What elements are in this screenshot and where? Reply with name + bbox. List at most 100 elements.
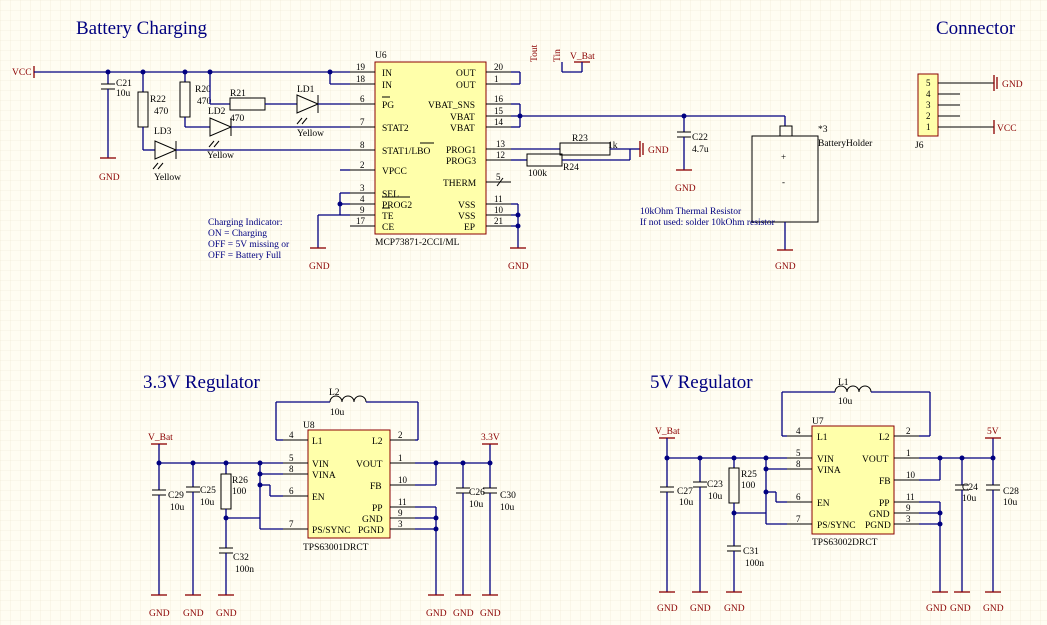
ld1-ref: LD1	[297, 85, 315, 95]
c21-ref: C21	[116, 79, 132, 89]
u6-pin-name: STAT1/LBO	[382, 147, 430, 157]
c21-gnd: GND	[99, 173, 120, 183]
u6-pin-name: VBAT	[450, 124, 475, 134]
u6-pin-name: THERM	[443, 179, 477, 189]
u8-pin-name: VINA	[312, 471, 336, 481]
c23-gnd: GND	[690, 604, 711, 614]
u7-pin-name: EN	[817, 499, 830, 509]
c21-value: 10u	[116, 89, 131, 99]
u7-pin-num: 5	[796, 448, 801, 458]
r26-value: 100	[232, 487, 247, 497]
j6-pin-num: 4	[926, 89, 931, 99]
u7-gnd: GND	[926, 604, 947, 614]
u8-pin-name: L2	[372, 437, 383, 447]
u6-pin-num: 8	[360, 140, 365, 150]
j6-ref: J6	[915, 141, 924, 151]
u6-left-gnd: GND	[309, 262, 330, 272]
u7-pin-num: 1	[906, 448, 911, 458]
u6-pin-name: OUT	[456, 69, 476, 79]
title-3v3-regulator: 3.3V Regulator	[143, 372, 260, 393]
u6-pin-name: EP	[464, 223, 475, 233]
u6-pin-num: 19	[356, 62, 366, 72]
u6-pin-name: IN	[382, 81, 392, 91]
u6-right-gnd: GND	[508, 262, 529, 272]
u7-pin-name: PS/SYNC	[817, 521, 856, 531]
u6-pin-num: 1	[494, 74, 499, 84]
c22-ref: C22	[692, 133, 708, 143]
u7-pin-name: PGND	[865, 521, 891, 531]
title-battery-charging: Battery Charging	[76, 18, 208, 39]
r21-value: 470	[230, 114, 245, 124]
battery-plus-sign: +	[781, 152, 786, 162]
u6-ref: U6	[375, 51, 387, 61]
u8-pin-num: 9	[398, 508, 403, 518]
c24-ref: C24	[962, 483, 978, 493]
u6-pin-name: VSS	[458, 212, 475, 222]
u6-pin-name: PROG2	[382, 201, 412, 211]
u8-pin-num: 5	[289, 453, 294, 463]
u8-pin-num: 2	[398, 430, 403, 440]
note-line: ON = Charging	[208, 229, 267, 239]
u8-chip-body	[307, 429, 391, 539]
u8-pin-num: 3	[398, 519, 403, 529]
u7-pin-num: 2	[906, 426, 911, 436]
reg33-out-label: 3.3V	[481, 433, 500, 443]
u6-pin-name: PROG3	[446, 157, 476, 167]
u7-pin-name: VINA	[817, 466, 841, 476]
r20-ref: R20	[195, 85, 211, 95]
vbat-top-label: V_Bat	[570, 52, 595, 62]
r24-ref: R24	[563, 163, 579, 173]
u6-pin-num: 5	[496, 172, 501, 182]
u6-pin-name: STAT2	[382, 124, 409, 134]
u6-pin-num: 2	[360, 160, 365, 170]
u8-pin-name: GND	[362, 515, 383, 525]
u7-pin-name: VOUT	[862, 455, 889, 465]
l1-ref: L1	[838, 378, 849, 388]
u7-pin-name: L1	[817, 433, 828, 443]
u6-pin-name: VPCC	[382, 167, 407, 177]
c28-value: 10u	[1003, 498, 1018, 508]
u8-gnd: GND	[426, 609, 447, 619]
u6-pin-num: 6	[360, 94, 365, 104]
j6-vcc: VCC	[997, 124, 1017, 134]
u6-pin-num: 4	[360, 194, 365, 204]
r22-ref: R22	[150, 95, 166, 105]
u6-pin-name: TE	[382, 212, 394, 222]
u6-chip-body	[374, 61, 487, 235]
battery-holder-ref: *3	[818, 125, 828, 135]
c27-value: 10u	[679, 498, 694, 508]
l1-value: 10u	[838, 397, 853, 407]
c27-gnd: GND	[657, 604, 678, 614]
c22-gnd: GND	[675, 184, 696, 194]
u7-pin-name: L2	[879, 433, 890, 443]
j6-pin-num: 5	[926, 78, 931, 88]
u7-pin-num: 7	[796, 514, 801, 524]
c29-gnd: GND	[149, 609, 170, 619]
tout-net-label: Tout	[530, 44, 540, 62]
u8-pin-num: 11	[398, 497, 407, 507]
u7-pin-num: 11	[906, 492, 915, 502]
c23-value: 10u	[708, 492, 723, 502]
u6-pin-num: 11	[494, 194, 503, 204]
connector-j6: J6 5 4 3 2 1 GND VCC	[915, 73, 1023, 151]
ld1-value: Yellow	[297, 129, 324, 139]
u8-pin-name: PS/SYNC	[312, 526, 351, 536]
u8-pin-name: FB	[370, 482, 382, 492]
u8-pin-num: 7	[289, 519, 294, 529]
note-line: 10kOhm Thermal Resistor	[640, 207, 742, 217]
c25-ref: C25	[200, 486, 216, 496]
u7-pin-name: GND	[869, 510, 890, 520]
u6-pin-num: 10	[494, 205, 504, 215]
c27-ref: C27	[677, 487, 693, 497]
r22-value: 470	[154, 107, 169, 117]
r26-ref: R26	[232, 476, 248, 486]
c28-ref: C28	[1003, 487, 1019, 497]
c24-value: 10u	[962, 494, 977, 504]
u6-pin-name: VBAT	[450, 113, 475, 123]
title-5v-regulator: 5V Regulator	[650, 372, 753, 393]
charging-indicator-note: Charging Indicator: ON = Charging OFF = …	[208, 218, 290, 261]
